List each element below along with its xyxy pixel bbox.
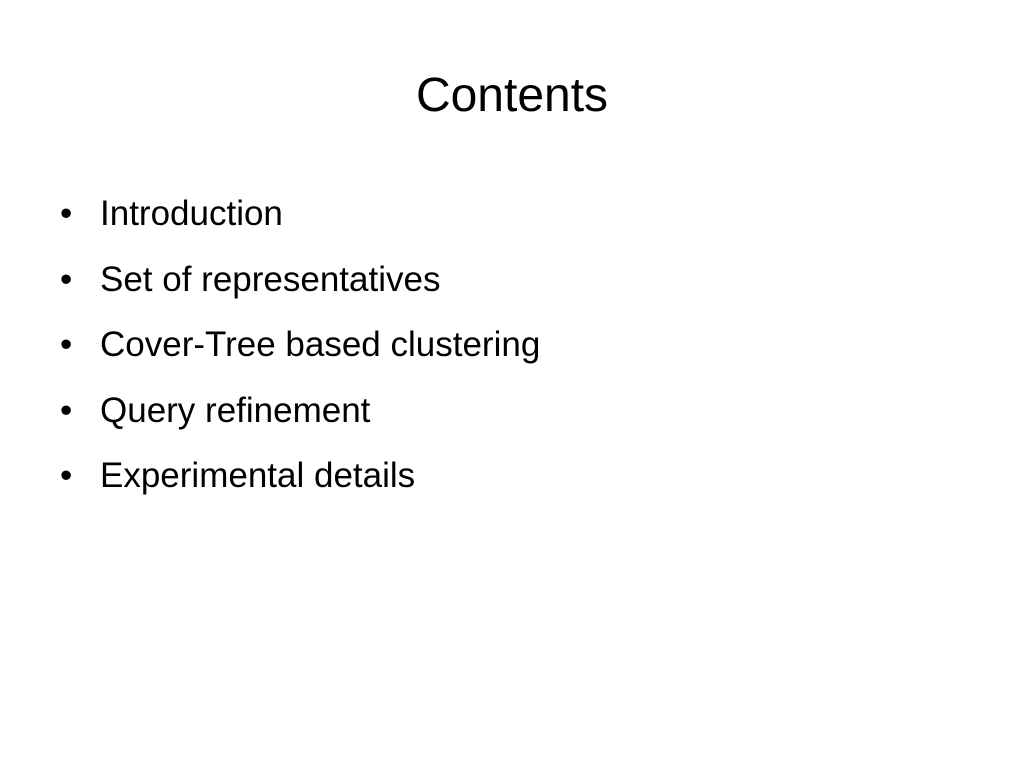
bullet-icon: •: [60, 325, 73, 364]
bullet-icon: •: [60, 456, 73, 495]
list-item: • Set of representatives: [60, 254, 540, 320]
list-item: • Experimental details: [60, 450, 540, 516]
bullet-icon: •: [60, 194, 73, 233]
list-item: • Query refinement: [60, 385, 540, 451]
list-item-label: Experimental details: [100, 456, 416, 495]
list-item-label: Introduction: [100, 194, 283, 233]
list-item-label: Set of representatives: [100, 259, 441, 299]
list-item: • Introduction: [60, 188, 540, 254]
bullet-icon: •: [60, 390, 73, 430]
list-item: • Cover-Tree based clustering: [60, 319, 540, 385]
bullet-list: • Introduction • Set of representatives …: [60, 188, 540, 516]
list-item-label: Cover-Tree based clustering: [100, 325, 541, 364]
list-item-label: Query refinement: [100, 390, 371, 430]
slide-title: Contents: [415, 69, 609, 122]
bullet-icon: •: [60, 259, 73, 299]
